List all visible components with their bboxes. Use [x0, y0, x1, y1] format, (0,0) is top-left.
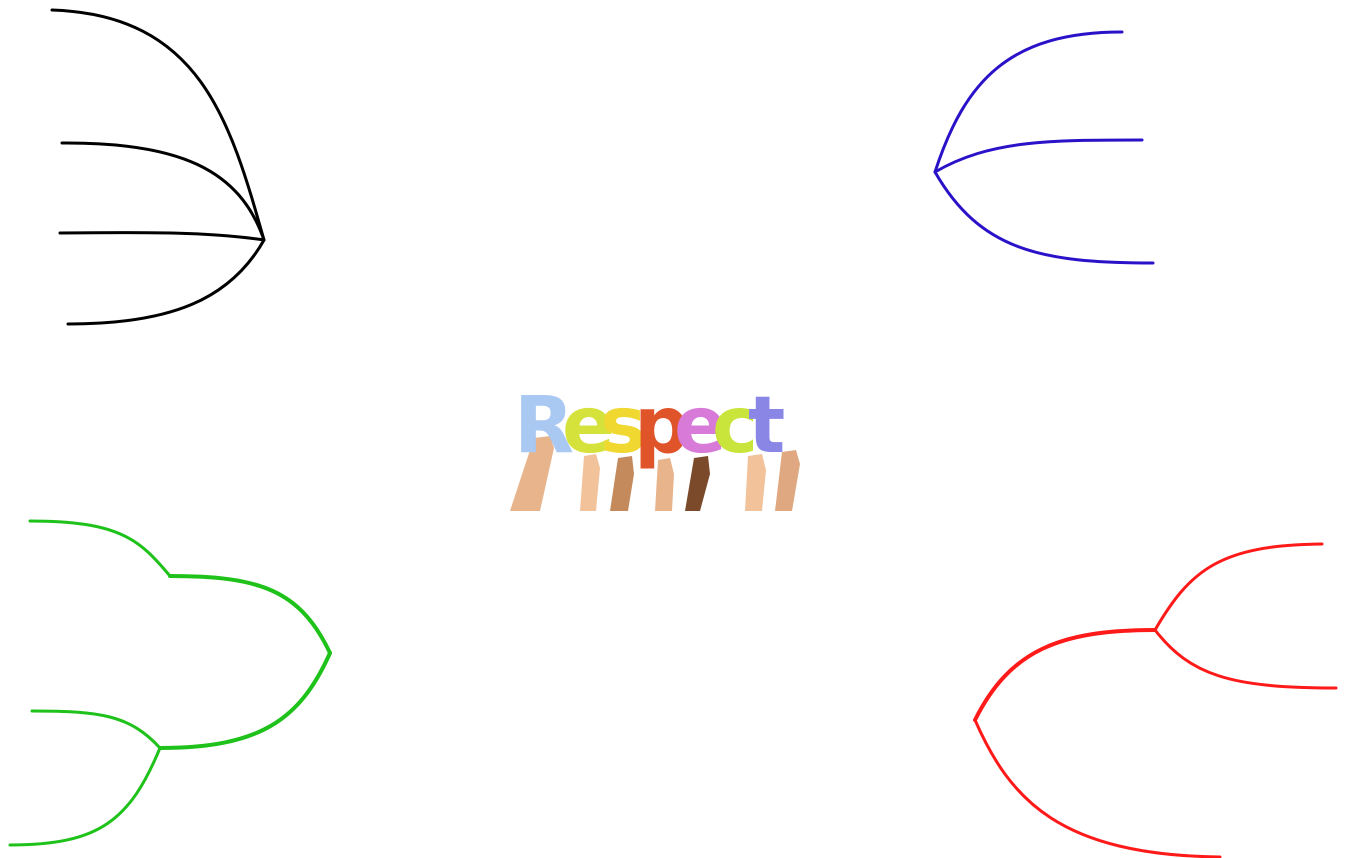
branch-top-right[interactable]	[705, 32, 1153, 380]
branch-top-left[interactable]	[52, 10, 540, 403]
trunk-top-right[interactable]	[705, 172, 935, 380]
hands-holding-letters-icon: Respect	[510, 378, 806, 511]
central-topic-word: Respect	[514, 381, 785, 471]
sub-branch-bottom-left-2[interactable]	[160, 653, 330, 748]
sub-branch-bottom-right-2[interactable]	[975, 720, 1220, 857]
trunk-bottom-right[interactable]	[722, 512, 975, 720]
sub-branch-bottom-right-1[interactable]	[975, 630, 1155, 720]
sub-branch-top-left-1[interactable]	[52, 10, 264, 240]
branch-bottom-right[interactable]	[722, 512, 1336, 857]
sub-sub-branch-bottom-left-4[interactable]	[10, 748, 160, 845]
trunk-top-left[interactable]	[264, 240, 540, 403]
sub-branch-top-left-4[interactable]	[68, 240, 264, 324]
central-topic-letter-7: t	[748, 381, 785, 471]
sub-sub-branch-bottom-right-1[interactable]	[1155, 544, 1322, 630]
central-topic-image[interactable]: Respect	[510, 378, 806, 511]
sub-sub-branch-bottom-right-2[interactable]	[1155, 630, 1336, 688]
sub-branch-top-left-3[interactable]	[60, 233, 264, 240]
sub-branch-bottom-left-1[interactable]	[170, 576, 330, 653]
sub-branch-top-left-2[interactable]	[62, 143, 264, 240]
sub-sub-branch-bottom-left-3[interactable]	[32, 711, 160, 748]
branch-bottom-left[interactable]	[10, 512, 568, 845]
sub-sub-branch-bottom-left-1[interactable]	[30, 521, 170, 576]
sub-branch-top-right-3[interactable]	[935, 172, 1153, 263]
sub-branch-top-right-1[interactable]	[935, 32, 1122, 172]
trunk-bottom-left[interactable]	[330, 512, 568, 653]
sub-branch-top-right-2[interactable]	[935, 140, 1142, 172]
